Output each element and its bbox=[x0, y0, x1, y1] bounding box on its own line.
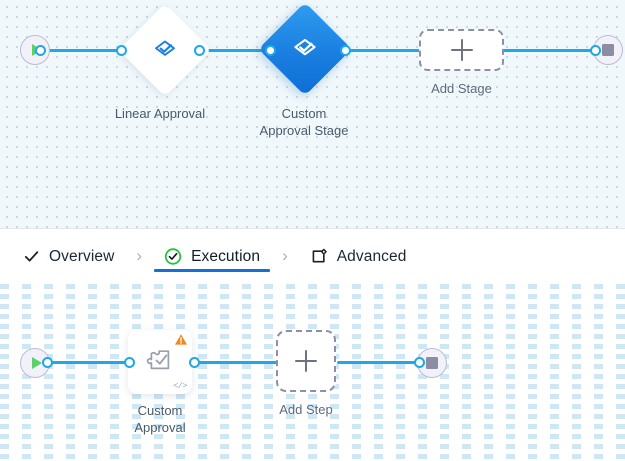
step-end-input-port[interactable] bbox=[414, 357, 425, 368]
step-node-custom-approval[interactable]: </> bbox=[128, 330, 192, 394]
stop-icon bbox=[426, 357, 438, 369]
step-end-node[interactable] bbox=[417, 348, 447, 378]
edge-linear-to-custom-approval bbox=[196, 49, 272, 52]
tab-advanced-label: Advanced bbox=[336, 247, 407, 265]
stage-node-label-linear-approval: Linear Approval bbox=[114, 106, 206, 121]
tab-overview-label: Overview bbox=[49, 247, 115, 265]
edge-start-to-linear-approval bbox=[40, 49, 133, 52]
edge-custom-approval-to-add-step bbox=[194, 361, 284, 364]
custom-approval-stage-input-port[interactable] bbox=[265, 45, 276, 56]
custom-task-icon bbox=[143, 343, 177, 382]
stage-start-output-port[interactable] bbox=[35, 45, 46, 56]
plus-icon bbox=[295, 350, 317, 372]
stage-end-input-port[interactable] bbox=[590, 45, 601, 56]
advanced-settings-icon bbox=[310, 248, 328, 266]
custom-approval-input-port[interactable] bbox=[124, 357, 135, 368]
add-stage-label: Add Stage bbox=[431, 81, 492, 96]
warning-icon bbox=[174, 333, 188, 346]
check-icon bbox=[22, 248, 40, 266]
add-stage-button[interactable] bbox=[419, 29, 504, 71]
approval-stamp-icon bbox=[151, 36, 179, 64]
level-tabbar: Overview › Execution › bbox=[0, 228, 625, 284]
check-circle-icon bbox=[164, 248, 182, 266]
step-start-output-port[interactable] bbox=[42, 357, 53, 368]
tab-separator-2: › bbox=[282, 246, 288, 265]
edge-custom-to-add-stage bbox=[340, 49, 420, 52]
add-step-label: Add Step bbox=[279, 402, 333, 417]
tab-execution[interactable]: Execution bbox=[154, 229, 271, 284]
stage-node-linear-approval[interactable] bbox=[118, 3, 212, 97]
edge-start-to-custom-approval bbox=[46, 361, 146, 364]
step-node-label-custom-approval: Custom Approval bbox=[134, 403, 186, 435]
plus-icon bbox=[450, 39, 473, 61]
custom-approval-output-port[interactable] bbox=[189, 357, 200, 368]
tab-execution-label: Execution bbox=[191, 247, 261, 265]
linear-approval-output-port[interactable] bbox=[194, 45, 205, 56]
approval-stamp-icon bbox=[290, 34, 320, 64]
step-flow-canvas[interactable]: </> Custom Approval Add Step bbox=[0, 284, 625, 461]
custom-approval-stage-output-port[interactable] bbox=[340, 45, 351, 56]
code-badge-icon: </> bbox=[173, 381, 187, 391]
linear-approval-input-port[interactable] bbox=[116, 45, 127, 56]
stage-node-custom-approval-stage[interactable] bbox=[258, 2, 352, 96]
stage-node-label-custom-approval-stage: Custom Approval Stage bbox=[259, 106, 349, 138]
tab-overview[interactable]: Overview bbox=[16, 229, 120, 284]
stage-flow-canvas[interactable]: Linear Approval Custom Approval Stage Ad… bbox=[0, 0, 625, 228]
add-step-button[interactable] bbox=[276, 330, 336, 392]
edge-add-stage-to-end bbox=[503, 49, 595, 52]
stop-icon bbox=[602, 44, 614, 56]
tab-separator-1: › bbox=[136, 246, 143, 265]
play-icon bbox=[31, 357, 42, 369]
edge-add-step-to-end bbox=[337, 361, 425, 364]
tab-advanced[interactable]: Advanced bbox=[304, 229, 413, 284]
